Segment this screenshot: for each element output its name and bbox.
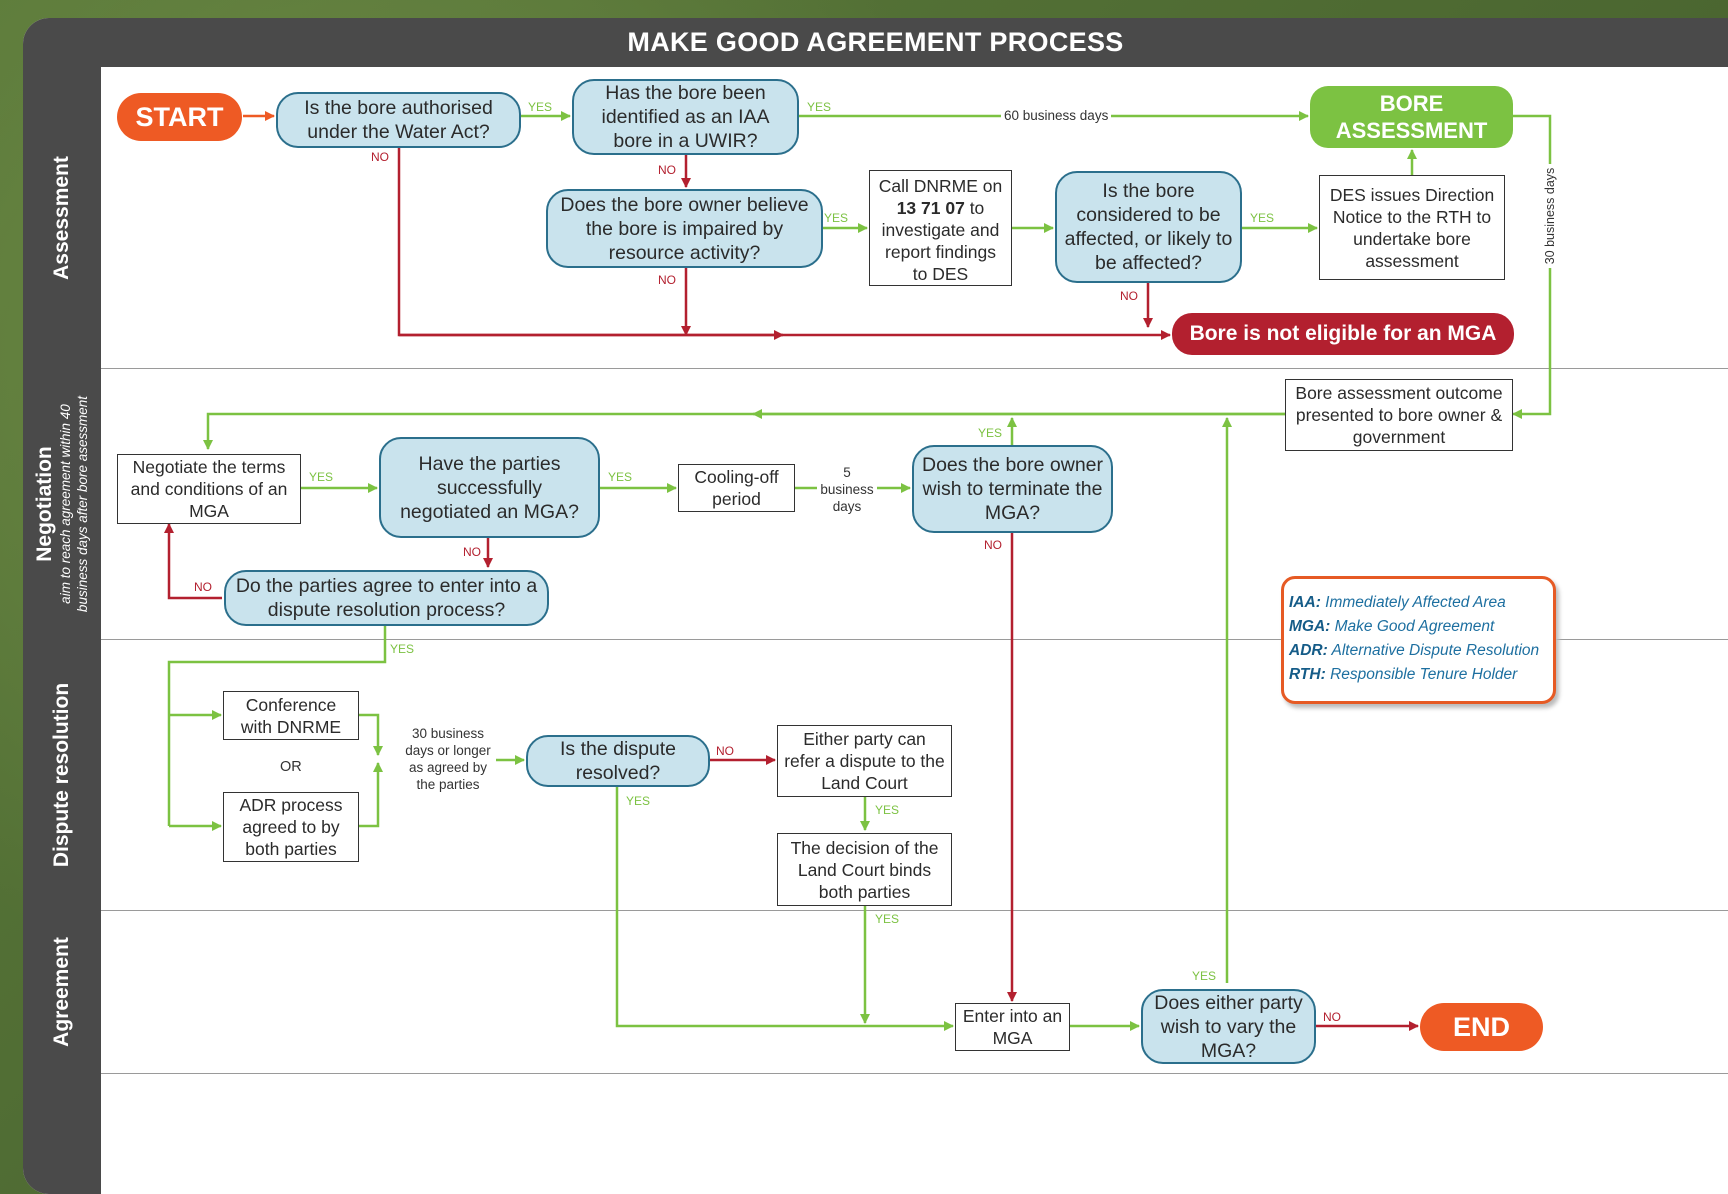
header-bar [23, 18, 1728, 67]
decision-resolved: Is the dispute resolved? [526, 735, 710, 787]
lane-divider [101, 910, 1728, 911]
lane-sidebar [23, 67, 101, 1194]
yes-label: YES [626, 794, 651, 808]
decision-negotiated: Have the parties successfully negotiated… [379, 437, 600, 538]
bore-assessment-terminal: BORE ASSESSMENT [1310, 86, 1513, 148]
land-court-box: Either party can refer a dispute to the … [777, 725, 952, 797]
des-notice-box: DES issues Direction Notice to the RTH t… [1319, 175, 1505, 280]
end-terminal: END [1420, 1003, 1543, 1051]
lane-divider [101, 1073, 1728, 1074]
enter-mga-box: Enter into an MGA [955, 1003, 1070, 1051]
lane-divider [101, 368, 1728, 369]
decision-terminate: Does the bore owner wish to terminate th… [912, 445, 1113, 533]
page-title: MAKE GOOD AGREEMENT PROCESS [627, 27, 1124, 57]
note-60-days: 60 business days [1001, 107, 1112, 124]
no-label: NO [194, 580, 212, 594]
yes-label: YES [824, 211, 849, 225]
yes-label: YES [309, 470, 334, 484]
or-label: OR [280, 759, 302, 775]
legend-item: IAA: Immediately Affected Area [1289, 594, 1506, 611]
call-text: Call DNRME on [878, 176, 1003, 196]
legend: IAA: Immediately Affected Area MGA: Make… [1281, 576, 1556, 704]
legend-item: ADR: Alternative Dispute Resolution [1289, 642, 1540, 659]
legend-item: MGA: Make Good Agreement [1289, 618, 1495, 635]
no-label: NO [716, 744, 734, 758]
note-30-days-dispute: 30 business days or longer as agreed by … [400, 725, 496, 793]
phone-number: 13 71 07 [896, 198, 965, 218]
no-label: NO [463, 545, 481, 559]
legend-item: RTH: Responsible Tenure Holder [1289, 666, 1518, 683]
note-30-days-vertical: 30 business days [1543, 164, 1559, 268]
outcome-box: Bore assessment outcome presented to bor… [1285, 379, 1513, 451]
no-label: NO [1323, 1010, 1341, 1024]
arrow-flow [203, 412, 1286, 450]
connector-layer [164, 111, 1552, 1031]
decision-dispute-agree: Do the parties agree to enter into a dis… [224, 570, 549, 626]
arrow-flow [359, 762, 383, 828]
decision-authorised: Is the bore authorised under the Water A… [276, 92, 521, 148]
arrow-flow [359, 713, 383, 756]
no-label: NO [658, 273, 676, 287]
yes-label: YES [390, 642, 415, 656]
yes-label: YES [875, 803, 900, 817]
note-5-days: 5 business days [817, 464, 877, 515]
arrow-no [164, 523, 222, 600]
decision-identified: Has the bore been identified as an IAA b… [572, 79, 799, 155]
adr-box: ADR process agreed to by both parties [223, 792, 359, 862]
yes-label: YES [528, 100, 553, 114]
yes-label: YES [608, 470, 633, 484]
yes-label: YES [1250, 211, 1275, 225]
call-dnrme-box: Call DNRME on 13 71 07 to investigate an… [869, 170, 1012, 286]
arrow-yes [167, 623, 387, 826]
decision-vary: Does either party wish to vary the MGA? [1141, 989, 1316, 1064]
flowchart-card: MAKE GOOD AGREEMENT PROCESS Assessment N… [23, 18, 1728, 1194]
start-terminal: START [117, 93, 242, 141]
not-eligible-terminal: Bore is not eligible for an MGA [1172, 313, 1514, 355]
yes-label: YES [807, 100, 832, 114]
yes-label: YES [978, 426, 1003, 440]
no-label: NO [984, 538, 1002, 552]
call-text: to investigate and report findings to DE… [881, 198, 1000, 284]
conference-box: Conference with DNRME [223, 691, 359, 740]
no-label: NO [658, 163, 676, 177]
arrow-yes [615, 781, 954, 1031]
decision-affected: Is the bore considered to be affected, o… [1055, 171, 1242, 283]
lane-divider [101, 639, 1728, 640]
no-label: NO [371, 150, 389, 164]
decision-impaired: Does the bore owner believe the bore is … [546, 189, 823, 268]
yes-label: YES [875, 912, 900, 926]
no-label: NO [1120, 289, 1138, 303]
yes-label: YES [1192, 969, 1217, 983]
negotiate-box: Negotiate the terms and conditions of an… [117, 454, 301, 524]
cooling-off-box: Cooling-off period [678, 464, 795, 512]
decision-box: The decision of the Land Court binds bot… [777, 833, 952, 906]
